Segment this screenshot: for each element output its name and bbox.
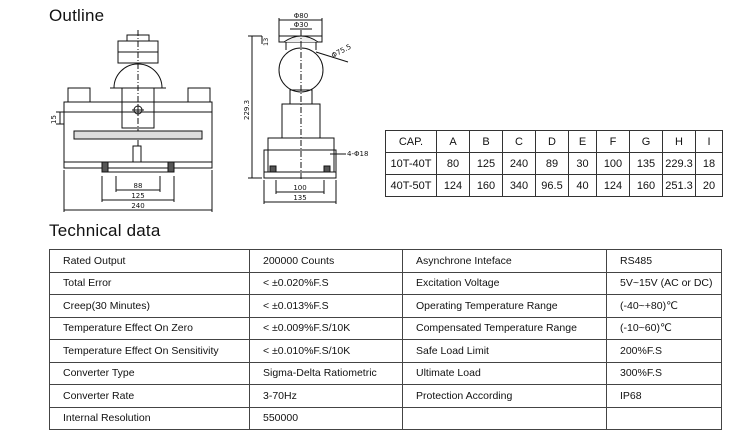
side-view-drawing: Φ80 Φ30 13 Φ75.5 229.3 4-Φ18 100 135	[243, 12, 368, 204]
spec-value: < ±0.013%F.S	[249, 294, 403, 318]
front-view-drawing: 15 88 125 240	[50, 30, 213, 212]
spec-value: 3-70Hz	[249, 384, 403, 408]
spec-label: Creep(30 Minutes)	[49, 294, 250, 318]
dim-header-f: F	[596, 130, 630, 153]
table-cell: 340	[502, 174, 536, 197]
table-cell: 96.5	[535, 174, 569, 197]
spec-value: < ±0.010%F.S/10K	[249, 339, 403, 363]
table-cell: 80	[436, 152, 470, 175]
table-cell: 20	[695, 174, 723, 197]
front-dim-left: 15	[50, 115, 58, 124]
table-cell: 18	[695, 152, 723, 175]
spec-label: Converter Type	[49, 361, 250, 385]
dim-header-i: I	[695, 130, 723, 153]
spec-label: Temperature Effect On Zero	[49, 316, 250, 340]
spec-label: Total Error	[49, 271, 250, 295]
spec-value: (-40~+80)℃	[606, 294, 722, 318]
spec-label: Excitation Voltage	[402, 271, 607, 295]
table-cell: 124	[596, 174, 630, 197]
table-cell: 229.3	[662, 152, 696, 175]
spec-label: Converter Rate	[49, 384, 250, 408]
table-cell: 10T-40T	[385, 152, 437, 175]
table-cell: 124	[436, 174, 470, 197]
spec-value: 300%F.S	[606, 361, 722, 385]
table-cell: 160	[469, 174, 503, 197]
table-cell: 160	[629, 174, 663, 197]
dimension-table-header: CAP. A B C D E F G H I	[385, 130, 723, 153]
spec-label: Asynchrone Inteface	[402, 249, 607, 273]
table-row: Total Error < ±0.020%F.S Excitation Volt…	[49, 271, 722, 295]
spec-label: Operating Temperature Range	[402, 294, 607, 318]
table-cell: 100	[596, 152, 630, 175]
table-row: Converter Type Sigma-Delta Ratiometric U…	[49, 361, 722, 385]
side-dim-bottom-outer: 135	[293, 194, 306, 202]
spec-value: 5V~15V (AC or DC)	[606, 271, 722, 295]
table-cell: 240	[502, 152, 536, 175]
dim-header-g: G	[629, 130, 663, 153]
table-row: Converter Rate 3-70Hz Protection Accordi…	[49, 384, 722, 408]
spec-value: (-10~60)℃	[606, 316, 722, 340]
dim-header-e: E	[568, 130, 597, 153]
side-dim-sphere: Φ75.5	[330, 43, 352, 60]
dim-header-c: C	[502, 130, 536, 153]
table-row: Temperature Effect On Sensitivity < ±0.0…	[49, 339, 722, 363]
spec-label: Safe Load Limit	[402, 339, 607, 363]
spec-label	[402, 406, 607, 430]
table-row: Rated Output 200000 Counts Asynchrone In…	[49, 249, 722, 273]
outline-heading: Outline	[49, 6, 105, 25]
spec-label: Temperature Effect On Sensitivity	[49, 339, 250, 363]
technical-data-heading: Technical data	[49, 221, 161, 240]
side-dim-top-left: 13	[262, 38, 270, 46]
spec-label: Internal Resolution	[49, 406, 250, 430]
table-cell: 135	[629, 152, 663, 175]
side-dim-hole: 4-Φ18	[347, 150, 368, 158]
side-dim-top-outer: Φ80	[294, 12, 308, 20]
table-row: 40T-50T 124 160 340 96.5 40 124 160 251.…	[385, 174, 723, 197]
dim-header-cap: CAP.	[385, 130, 437, 153]
table-row: Temperature Effect On Zero < ±0.009%F.S/…	[49, 316, 722, 340]
table-cell: 40	[568, 174, 597, 197]
spec-value: 200%F.S	[606, 339, 722, 363]
spec-label: Rated Output	[49, 249, 250, 273]
front-dim-bottom-outer: 240	[131, 202, 144, 210]
dim-header-a: A	[436, 130, 470, 153]
front-dim-bottom-inner: 88	[134, 182, 143, 190]
technical-data-table: Rated Output 200000 Counts Asynchrone In…	[49, 249, 722, 430]
spec-value: < ±0.009%F.S/10K	[249, 316, 403, 340]
spec-value: IP68	[606, 384, 722, 408]
table-row: Creep(30 Minutes) < ±0.013%F.S Operating…	[49, 294, 722, 318]
spec-value: 200000 Counts	[249, 249, 403, 273]
spec-label: Protection According	[402, 384, 607, 408]
dim-header-h: H	[662, 130, 696, 153]
dim-header-d: D	[535, 130, 569, 153]
table-row: 10T-40T 80 125 240 89 30 100 135 229.3 1…	[385, 152, 723, 175]
spec-label: Ultimate Load	[402, 361, 607, 385]
side-dim-bottom-inner: 100	[293, 184, 306, 192]
table-cell: 89	[535, 152, 569, 175]
spec-value: 550000	[249, 406, 403, 430]
side-dim-height: 229.3	[243, 100, 251, 120]
table-cell: 40T-50T	[385, 174, 437, 197]
table-cell: 30	[568, 152, 597, 175]
dimension-table: CAP. A B C D E F G H I 10T-40T 80 125 24…	[385, 130, 723, 197]
table-cell: 125	[469, 152, 503, 175]
table-row: Internal Resolution 550000	[49, 406, 722, 430]
side-dim-top-inner: Φ30	[294, 21, 308, 29]
dim-header-b: B	[469, 130, 503, 153]
spec-value: Sigma-Delta Ratiometric	[249, 361, 403, 385]
front-dim-bottom-mid: 125	[131, 192, 144, 200]
spec-label: Compensated Temperature Range	[402, 316, 607, 340]
table-cell: 251.3	[662, 174, 696, 197]
spec-value: < ±0.020%F.S	[249, 271, 403, 295]
spec-value	[606, 406, 722, 430]
spec-value: RS485	[606, 249, 722, 273]
